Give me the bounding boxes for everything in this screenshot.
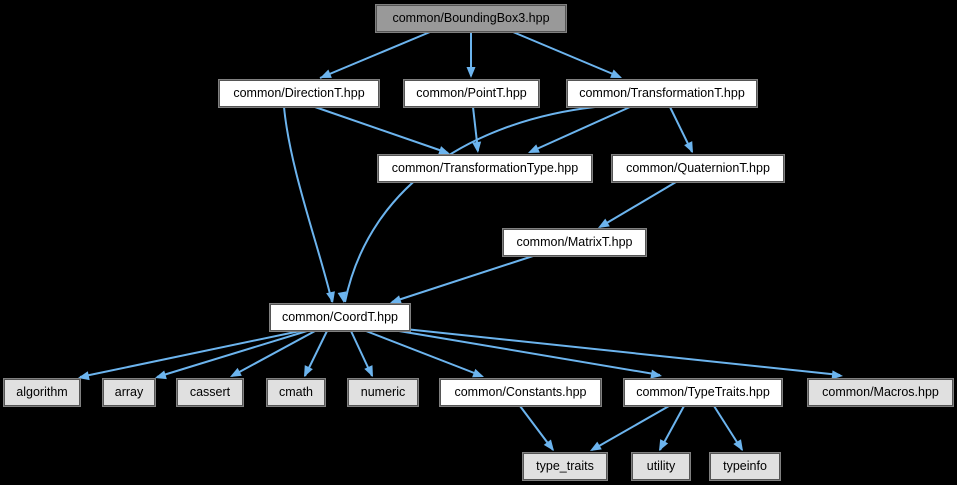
edge-transformationt-to-transformationtype — [528, 106, 631, 153]
graph-node-matrixt[interactable]: common/MatrixT.hpp — [502, 228, 647, 257]
arrowhead-icon — [733, 439, 743, 451]
arrowhead-icon — [390, 295, 402, 304]
edge-coordt-to-cassert — [230, 330, 316, 377]
edge-matrixt-to-coordt — [390, 255, 534, 304]
graph-node-label: array — [114, 385, 144, 400]
arrowhead-icon — [326, 291, 335, 303]
arrowhead-icon — [598, 218, 610, 228]
graph-node-numeric[interactable]: numeric — [347, 378, 419, 407]
edge-typetraits-to-type_traits — [590, 405, 670, 451]
graph-node-constants[interactable]: common/Constants.hpp — [439, 378, 602, 407]
arrowhead-icon — [610, 69, 622, 78]
edge-directiont-to-coordt — [283, 106, 335, 303]
arrowhead-icon — [304, 365, 313, 377]
arrowhead-icon — [337, 291, 347, 303]
graph-node-label: common/QuaternionT.hpp — [626, 161, 770, 176]
edge-typetraits-to-utility — [659, 405, 685, 451]
graph-node-label: numeric — [360, 385, 406, 400]
graph-node-label: common/DirectionT.hpp — [233, 86, 365, 101]
graph-node-label: cassert — [189, 385, 231, 400]
graph-node-label: utility — [646, 459, 676, 474]
graph-node-cmath[interactable]: cmath — [266, 378, 326, 407]
arrowhead-icon — [684, 141, 693, 153]
edge-boundingbox3-to-pointt — [466, 32, 476, 78]
edge-coordt-to-typetraits — [398, 330, 662, 379]
arrowhead-icon — [364, 365, 373, 377]
arrowhead-icon — [528, 144, 540, 153]
graph-node-macros[interactable]: common/Macros.hpp — [807, 378, 954, 407]
edge-boundingbox3-to-directiont — [319, 31, 431, 79]
graph-node-label: common/TransformationT.hpp — [579, 86, 745, 101]
arrowhead-icon — [831, 370, 843, 380]
edge-boundingbox3-to-transformationt — [512, 31, 622, 78]
graph-node-label: algorithm — [16, 385, 68, 400]
edge-typetraits-to-typeinfo — [713, 405, 743, 451]
graph-node-label: common/Macros.hpp — [822, 385, 939, 400]
edge-coordt-to-constants — [365, 330, 484, 378]
graph-node-boundingbox3[interactable]: common/BoundingBox3.hpp — [375, 4, 567, 33]
arrowhead-icon — [438, 146, 450, 155]
graph-node-label: common/BoundingBox3.hpp — [392, 11, 550, 26]
edge-coordt-to-algorithm — [78, 330, 301, 381]
arrowhead-icon — [659, 439, 669, 451]
edge-coordt-to-macros — [404, 328, 843, 380]
graph-node-label: common/TransformationType.hpp — [391, 161, 579, 176]
edge-constants-to-type_traits — [519, 405, 554, 451]
graph-node-label: common/TypeTraits.hpp — [636, 385, 770, 400]
edge-transformationt-to-coordt — [337, 106, 596, 303]
graph-node-label: common/PointT.hpp — [416, 86, 527, 101]
edge-transformationt-to-quaterniont — [669, 106, 693, 153]
graph-node-typetraits[interactable]: common/TypeTraits.hpp — [623, 378, 783, 407]
arrowhead-icon — [466, 67, 476, 78]
edge-pointt-to-transformationtype — [472, 106, 482, 153]
graph-node-algorithm[interactable]: algorithm — [3, 378, 81, 407]
graph-node-label: common/MatrixT.hpp — [516, 235, 633, 250]
graph-node-pointt[interactable]: common/PointT.hpp — [403, 79, 540, 108]
graph-node-array[interactable]: array — [102, 378, 156, 407]
graph-node-quaterniont[interactable]: common/QuaternionT.hpp — [611, 154, 785, 183]
graph-node-directiont[interactable]: common/DirectionT.hpp — [218, 79, 380, 108]
graph-node-label: typeinfo — [723, 459, 767, 474]
graph-node-utility[interactable]: utility — [631, 452, 691, 481]
edge-quaterniont-to-matrixt — [598, 181, 677, 228]
graph-node-label: type_traits — [536, 459, 594, 474]
edge-directiont-to-transformationtype — [314, 106, 450, 155]
edge-coordt-to-array — [155, 330, 308, 380]
graph-node-label: cmath — [278, 385, 314, 400]
graph-node-typeinfo[interactable]: typeinfo — [709, 452, 781, 481]
arrowhead-icon — [590, 441, 602, 451]
graph-node-coordt[interactable]: common/CoordT.hpp — [269, 303, 411, 332]
graph-node-transformationtype[interactable]: common/TransformationType.hpp — [377, 154, 593, 183]
graph-node-label: common/Constants.hpp — [454, 385, 587, 400]
graph-node-cassert[interactable]: cassert — [176, 378, 244, 407]
arrowhead-icon — [155, 370, 167, 380]
arrowhead-icon — [543, 439, 554, 451]
arrowhead-icon — [650, 369, 662, 379]
arrowhead-icon — [78, 371, 90, 381]
graph-node-transformationt[interactable]: common/TransformationT.hpp — [566, 79, 758, 108]
arrowhead-icon — [472, 141, 482, 153]
edge-coordt-to-numeric — [350, 330, 373, 377]
arrowhead-icon — [230, 367, 242, 377]
arrowhead-icon — [320, 69, 332, 78]
graph-node-type_traits[interactable]: type_traits — [522, 452, 608, 481]
arrowhead-icon — [472, 368, 484, 378]
graph-node-label: common/CoordT.hpp — [281, 310, 399, 325]
edge-coordt-to-cmath — [304, 330, 328, 377]
